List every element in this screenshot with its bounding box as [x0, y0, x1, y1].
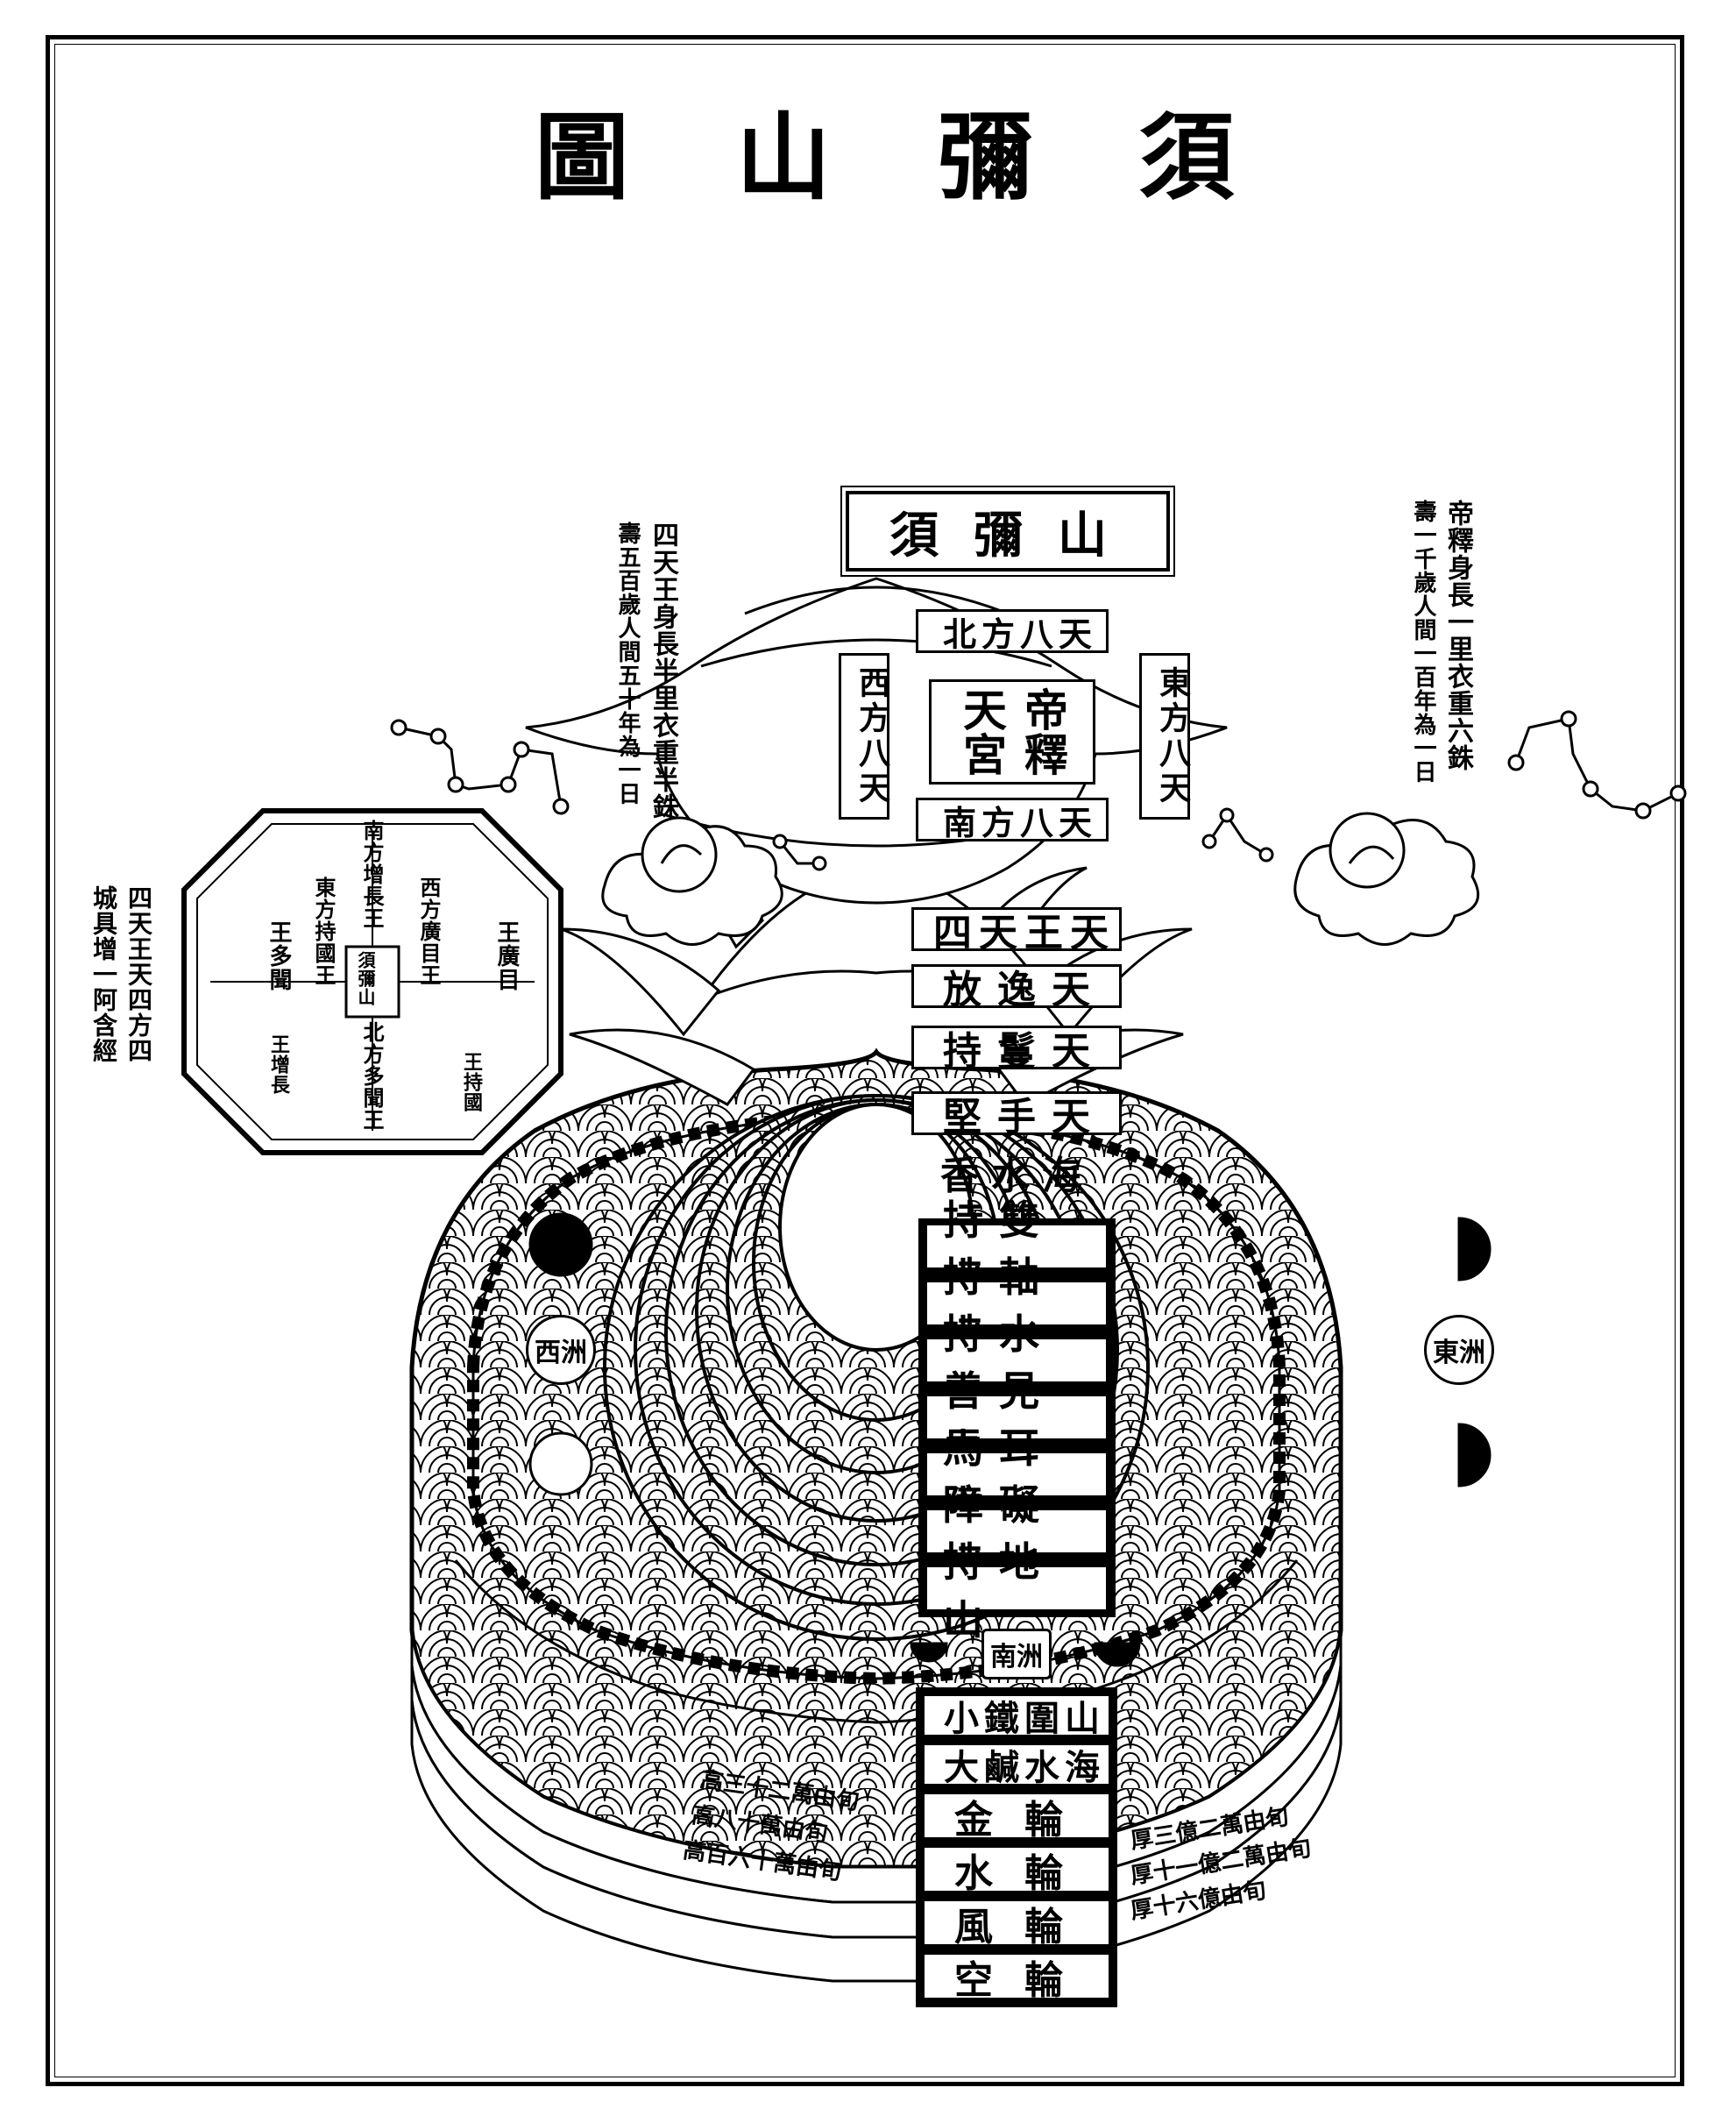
- note-right-col1: 帝釋身長一里衣重六銖: [1442, 500, 1473, 815]
- octagon-west-king: 西方廣目王: [416, 877, 441, 986]
- title-char-3: 山: [736, 92, 831, 224]
- octagon-north-king: 北方多聞王: [359, 1021, 384, 1131]
- title-char-2: 彌: [938, 92, 1032, 224]
- octagon-east-king: 東方持國王: [311, 877, 336, 986]
- palace-col-1: 帝釋: [1018, 687, 1067, 777]
- small-iron-ring-mountain: 小鐵圍山: [922, 1693, 1111, 1737]
- octagon-diag-se: 王持國: [456, 1052, 487, 1112]
- tier-four-kings-heaven: 四天王天: [911, 907, 1122, 951]
- wind-wheel: 風輪: [922, 1899, 1111, 1947]
- note-far-left-col2: 城具增一阿含經: [88, 885, 119, 1113]
- note-right-col2: 壽一千歲人間一百年為一日: [1409, 500, 1437, 815]
- palace-col-2: 天宮: [957, 687, 1006, 777]
- mountain-chidi: 持地山: [925, 1565, 1109, 1612]
- diagram-title: 須 彌 山 圖: [0, 92, 1736, 224]
- title-char-4: 圖: [535, 92, 629, 224]
- title-char-1: 須: [1139, 92, 1234, 224]
- note-left-col1: 四天王身長半里衣重半銖: [647, 522, 678, 855]
- summit-label: 須彌山: [846, 491, 1170, 572]
- indra-palace: 帝釋 天宮: [929, 679, 1095, 785]
- tier-chiman-heaven: 持鬘天: [911, 1026, 1122, 1069]
- note-left-col2: 壽五百歲人間五十年為一日: [613, 522, 641, 855]
- east-continent-disc: 東洲: [1424, 1315, 1494, 1385]
- great-salt-sea: 大鹹水海: [922, 1743, 1111, 1786]
- water-wheel: 水輪: [922, 1845, 1111, 1893]
- octagon-south-king: 南方增長王: [359, 820, 384, 929]
- west-continent-disc: 西洲: [526, 1315, 596, 1385]
- cloud-right: [1295, 813, 1478, 945]
- south-eight-heavens: 南方八天: [916, 798, 1109, 841]
- octagon-diag-sw: 王增長: [263, 1034, 294, 1095]
- octagon-diag-nw: 王廣目: [491, 920, 522, 991]
- tier-jianshou-heaven: 堅手天: [911, 1091, 1122, 1135]
- gold-wheel: 金輪: [922, 1792, 1111, 1840]
- north-eight-heavens: 北方八天: [916, 609, 1109, 653]
- octagon-center: 須彌山: [355, 951, 376, 1006]
- note-far-left-col1: 四天王天四方四: [123, 885, 154, 1113]
- tier-fangyi-heaven: 放逸天: [911, 964, 1122, 1008]
- east-eight-heavens: 東方八天: [1139, 653, 1190, 820]
- octagon-diag-ne: 王多聞: [263, 920, 294, 991]
- space-wheel: 空輪: [922, 1952, 1111, 2000]
- south-continent-label: 南洲: [981, 1629, 1052, 1679]
- west-eight-heavens: 西方八天: [839, 653, 889, 820]
